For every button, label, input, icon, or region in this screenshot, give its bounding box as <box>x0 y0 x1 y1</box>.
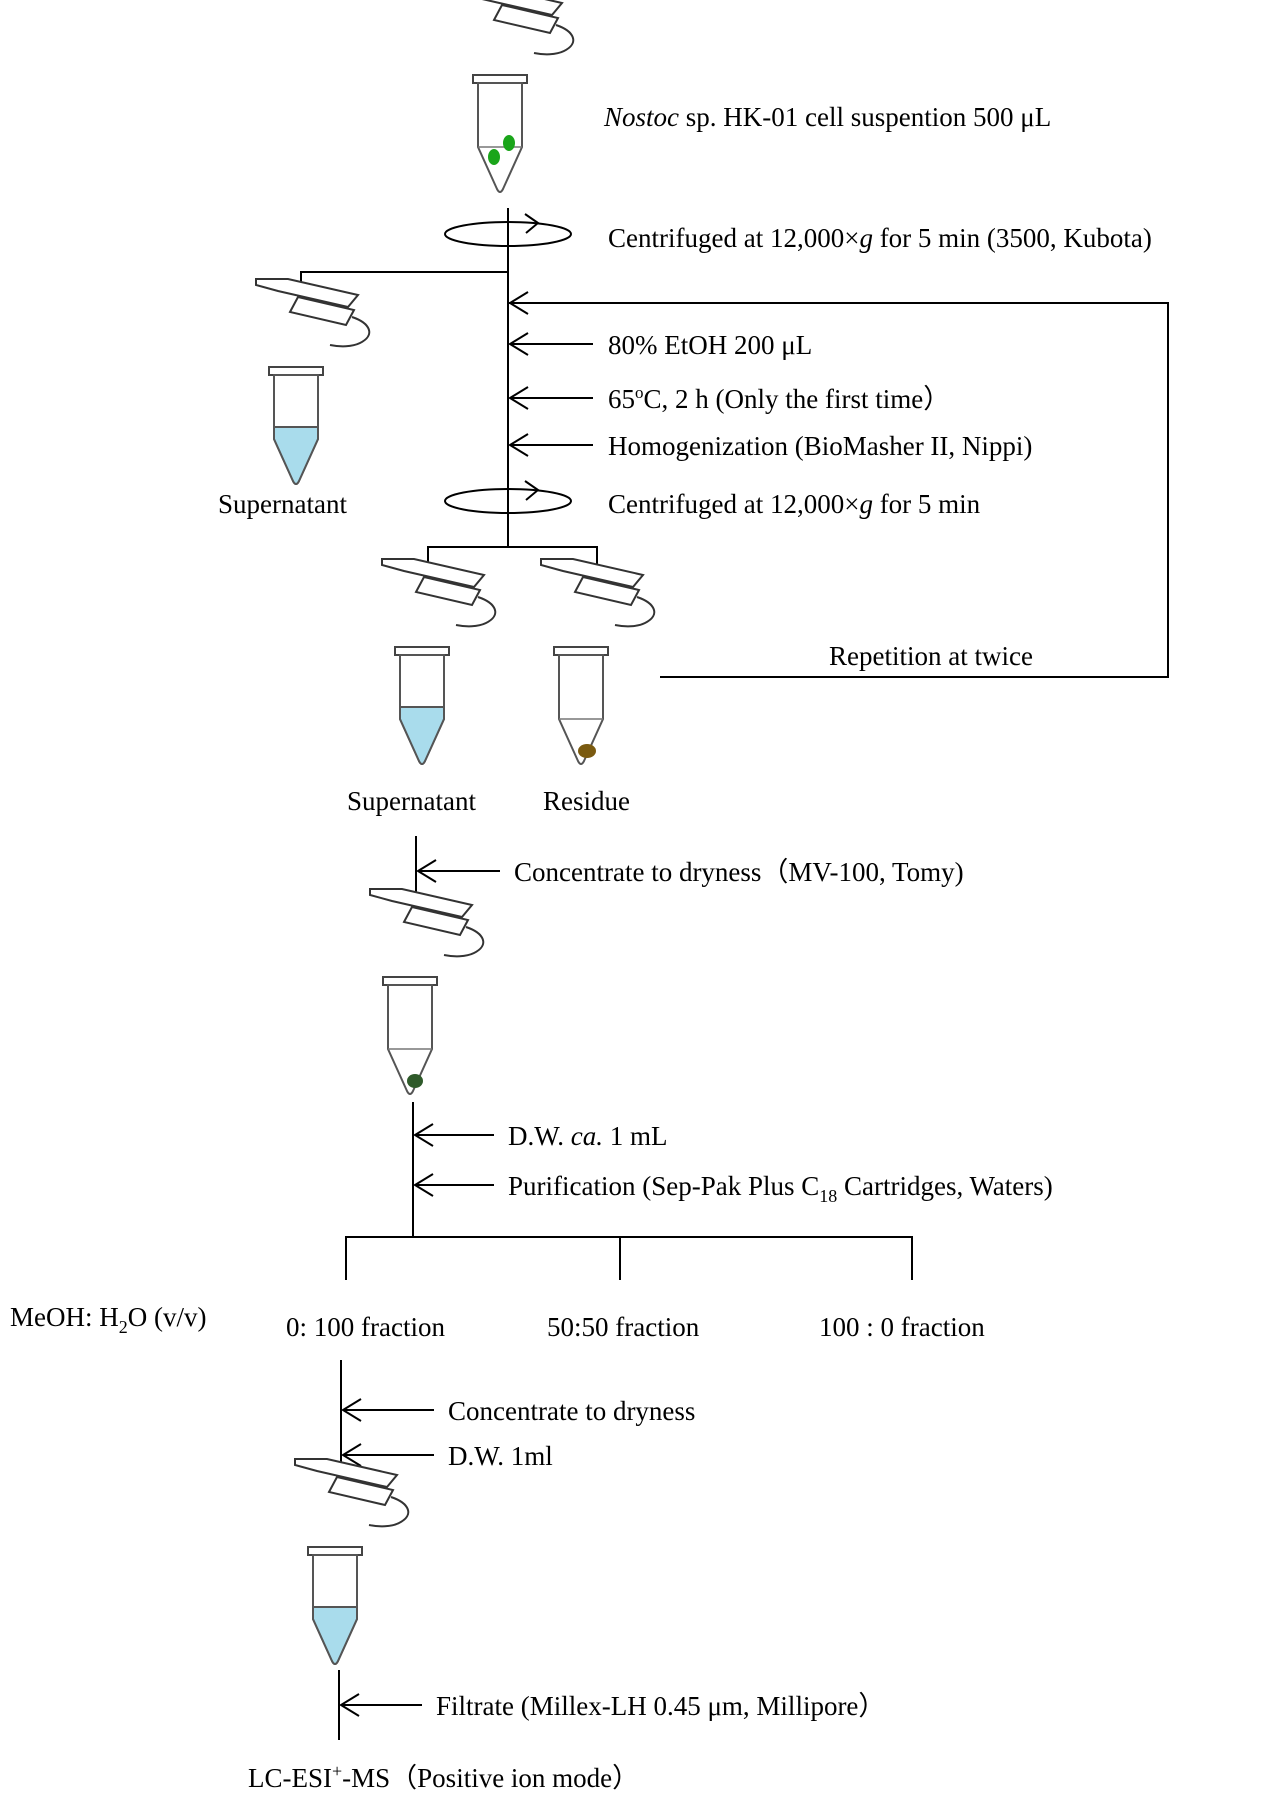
label-supernatant-first: Supernatant <box>218 489 347 519</box>
arrow-dw-ca <box>413 1123 494 1147</box>
centrifuge-step-2: Centrifuged at 12,000×g for 5 min <box>608 489 981 519</box>
liquid <box>399 706 445 765</box>
final-analysis-label: LC-ESI+-MS（Positive ion mode） <box>248 1761 639 1793</box>
cell-dot <box>488 149 500 165</box>
centrifuge-rotation-icon <box>444 488 572 514</box>
step-filtrate: Filtrate (Millex-LH 0.45 μm, Millipore） <box>436 1691 885 1721</box>
arrow-purification <box>413 1173 494 1197</box>
arrow-concentrate <box>416 859 500 883</box>
step-dw-ca: D.W. ca. 1 mL <box>508 1121 668 1151</box>
start-label: Nostoc sp. HK-01 cell suspention 500 μL <box>603 102 1051 132</box>
tube-residue <box>540 558 656 765</box>
centrifuge-step-1: Centrifuged at 12,000×g for 5 min (3500,… <box>608 223 1152 253</box>
tube-dried-extract <box>369 888 485 1095</box>
label-supernatant: Supernatant <box>347 786 476 816</box>
dried-pellet <box>407 1074 423 1088</box>
repetition-loop-line <box>508 302 1169 678</box>
rotation-arrowhead-icon <box>524 213 540 234</box>
arrow-homogenize <box>508 433 593 457</box>
repetition-label: Repetition at twice <box>829 641 1033 671</box>
residue-pellet <box>578 744 596 758</box>
label-residue: Residue <box>543 786 630 816</box>
solvent-ratio-label: MeOH: H2O (v/v) <box>10 1302 206 1337</box>
arrow-filtrate <box>339 1693 422 1717</box>
cell-dot <box>503 135 515 151</box>
tube-cell-suspension <box>459 0 575 193</box>
step-homogenize: Homogenization (BioMasher II, Nippi) <box>608 431 1032 461</box>
arrow-concentrate-2 <box>341 1398 434 1422</box>
step-concentrate-2: Concentrate to dryness <box>448 1396 695 1426</box>
arrow-ethanol <box>508 332 593 356</box>
step-ethanol: 80% EtOH 200 μL <box>608 330 812 360</box>
rotation-arrowhead-icon <box>524 480 540 501</box>
fraction-100-0: 100 : 0 fraction <box>819 1312 985 1342</box>
step-concentrate-1: Concentrate to dryness（MV-100, Tomy) <box>514 857 964 887</box>
step-purification: Purification (Sep-Pak Plus C18 Cartridge… <box>508 1171 1053 1206</box>
liquid <box>312 1606 358 1665</box>
tube-supernatant <box>381 558 497 765</box>
fraction-bracket <box>345 1236 913 1280</box>
step-dw-1ml: D.W. 1ml <box>448 1441 553 1471</box>
arrow-heat <box>508 386 593 410</box>
centrifuge-rotation-icon <box>444 221 572 247</box>
fraction-50-50: 50:50 fraction <box>547 1312 700 1342</box>
loop-arrowhead-icon <box>508 291 529 315</box>
tube-supernatant-first <box>255 278 371 485</box>
arrow-dw-1ml <box>341 1443 434 1467</box>
fraction-0-100: 0: 100 fraction <box>286 1312 445 1342</box>
tube-final-solution <box>294 1458 410 1665</box>
step-heat: 65oC, 2 h (Only the first time） <box>608 383 950 414</box>
liquid <box>273 426 319 485</box>
